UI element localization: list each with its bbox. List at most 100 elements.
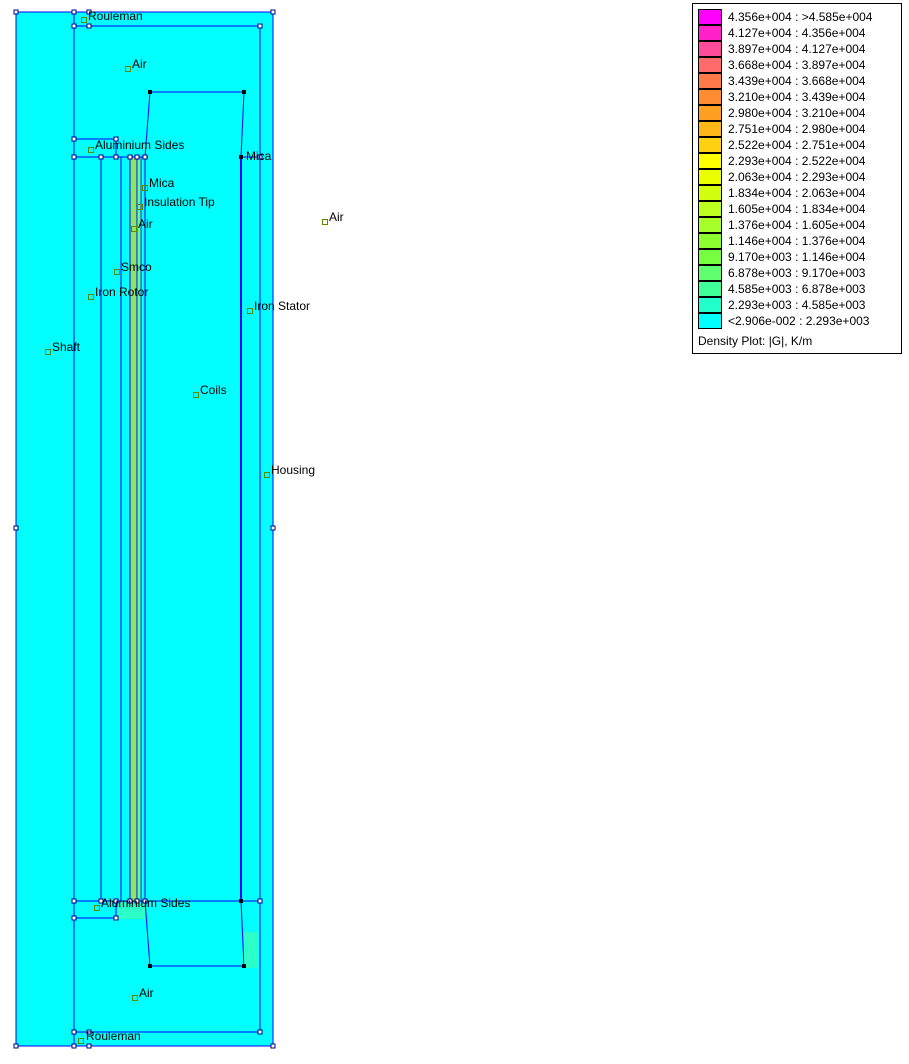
legend-range-label: 4.127e+004 : 4.356e+004 [728, 26, 866, 40]
legend-swatch [698, 25, 722, 41]
legend-swatch [698, 105, 722, 121]
legend-swatch [698, 249, 722, 265]
legend-range-label: 4.585e+003 : 6.878e+003 [728, 282, 866, 296]
legend-swatch [698, 73, 722, 89]
mesh-nodes [13, 9, 276, 1049]
housing-outline [73, 25, 261, 1033]
label-marker [322, 219, 328, 225]
label-marker [247, 308, 253, 314]
block-label-mica-stator[interactable]: Mica [246, 149, 272, 163]
block-label-air-bottom[interactable]: Air [139, 986, 154, 1000]
legend-entry: 3.439e+004 : 3.668e+004 [698, 73, 898, 89]
label-marker [94, 905, 100, 911]
legend-entry: 2.751e+004 : 2.980e+004 [698, 121, 898, 137]
legend-swatch [698, 89, 722, 105]
legend-swatch [698, 9, 722, 25]
label-marker [132, 995, 138, 1001]
label-marker [114, 269, 120, 275]
legend-entry: 4.127e+004 : 4.356e+004 [698, 25, 898, 41]
block-label-mica-rotor[interactable]: Mica [149, 176, 175, 190]
legend-range-label: 3.210e+004 : 3.439e+004 [728, 90, 866, 104]
legend-range-label: <2.906e-002 : 2.293e+003 [728, 314, 870, 328]
legend-range-label: 9.170e+003 : 1.146e+004 [728, 250, 866, 264]
legend-entry: 1.605e+004 : 1.834e+004 [698, 201, 898, 217]
legend-swatch [698, 185, 722, 201]
label-marker [88, 294, 94, 300]
legend-range-label: 1.605e+004 : 1.834e+004 [728, 202, 866, 216]
legend-range-label: 3.439e+004 : 3.668e+004 [728, 74, 866, 88]
legend-caption: Density Plot: |G|, K/m [698, 334, 813, 348]
label-marker [81, 17, 87, 23]
block-label-smco[interactable]: Smco [121, 260, 152, 274]
legend-entry: 1.376e+004 : 1.605e+004 [698, 217, 898, 233]
legend-entry: <2.906e-002 : 2.293e+003 [698, 313, 898, 329]
legend-range-label: 2.522e+004 : 2.751e+004 [728, 138, 866, 152]
block-label-air-outside[interactable]: Air [329, 210, 344, 224]
block-label-rouleman-bottom[interactable]: Rouleman [86, 1029, 141, 1043]
legend-swatch [698, 57, 722, 73]
legend-swatch [698, 265, 722, 281]
legend-swatch [698, 297, 722, 313]
block-label-aluminium-sides-top[interactable]: Aluminium Sides [95, 138, 185, 152]
legend-range-label: 6.878e+003 : 9.170e+003 [728, 266, 866, 280]
aluminium-bottom-gradient [118, 903, 146, 919]
legend-entry: 2.293e+003 : 4.585e+003 [698, 297, 898, 313]
block-label-iron-stator[interactable]: Iron Stator [254, 299, 311, 313]
legend-swatch [698, 233, 722, 249]
legend-range-label: 2.293e+003 : 4.585e+003 [728, 298, 866, 312]
legend-swatch [698, 201, 722, 217]
legend-swatch [698, 169, 722, 185]
coil-end-gradient [244, 932, 258, 968]
label-marker [131, 226, 137, 232]
legend-range-label: 2.980e+004 : 3.210e+004 [728, 106, 866, 120]
legend-range-label: 2.293e+004 : 2.522e+004 [728, 154, 866, 168]
label-marker [78, 1038, 84, 1044]
block-label-insulation-tip[interactable]: Insulation Tip [144, 195, 215, 209]
legend-swatch [698, 281, 722, 297]
legend-range-label: 3.897e+004 : 4.127e+004 [728, 42, 866, 56]
legend-entry: 6.878e+003 : 9.170e+003 [698, 265, 898, 281]
label-marker [125, 66, 131, 72]
legend-entry: 2.063e+004 : 2.293e+004 [698, 169, 898, 185]
legend-entry: 3.668e+004 : 3.897e+004 [698, 57, 898, 73]
block-label-air-gap[interactable]: Air [138, 217, 153, 231]
legend-range-label: 2.063e+004 : 2.293e+004 [728, 170, 866, 184]
legend-entry: 4.585e+003 : 6.878e+003 [698, 281, 898, 297]
legend-swatch [698, 217, 722, 233]
legend-entry: 9.170e+003 : 1.146e+004 [698, 249, 898, 265]
legend-range-label: 1.834e+004 : 2.063e+004 [728, 186, 866, 200]
block-label-iron-rotor[interactable]: Iron Rotor [95, 285, 149, 299]
legend-entry: 2.522e+004 : 2.751e+004 [698, 137, 898, 153]
legend-entry: 1.146e+004 : 1.376e+004 [698, 233, 898, 249]
legend-entry: 2.293e+004 : 2.522e+004 [698, 153, 898, 169]
block-label-rouleman-top[interactable]: Rouleman [88, 9, 143, 23]
label-marker [264, 472, 270, 478]
label-marker [193, 392, 199, 398]
legend-range-label: 1.146e+004 : 1.376e+004 [728, 234, 866, 248]
density-legend: 4.356e+004 : >4.585e+004 4.127e+004 : 4.3… [692, 3, 902, 354]
legend-swatch [698, 121, 722, 137]
legend-range-label: 1.376e+004 : 1.605e+004 [728, 218, 866, 232]
legend-entry: 3.210e+004 : 3.439e+004 [698, 89, 898, 105]
legend-range-label: 2.751e+004 : 2.980e+004 [728, 122, 866, 136]
block-label-housing[interactable]: Housing [271, 463, 316, 477]
legend-entry: 4.356e+004 : >4.585e+004 [698, 9, 898, 25]
label-marker [142, 185, 148, 191]
block-label-air-top[interactable]: Air [132, 57, 147, 71]
legend-swatch [698, 137, 722, 153]
legend-swatch [698, 153, 722, 169]
block-label-shaft[interactable]: Shaft [52, 340, 81, 354]
legend-entry: 3.897e+004 : 4.127e+004 [698, 41, 898, 57]
label-marker [137, 204, 143, 210]
legend-swatch [698, 41, 722, 57]
label-marker [45, 349, 51, 355]
legend-entry: 2.980e+004 : 3.210e+004 [698, 105, 898, 121]
legend-entry: 1.834e+004 : 2.063e+004 [698, 185, 898, 201]
label-marker [88, 147, 94, 153]
block-label-coils[interactable]: Coils [200, 383, 227, 397]
block-label-aluminium-sides-bottom[interactable]: Aluminium Sides [101, 896, 191, 910]
coil-corner-nodes [148, 90, 246, 968]
legend-range-label: 4.356e+004 : >4.585e+004 [728, 10, 873, 24]
legend-swatch [698, 313, 722, 329]
